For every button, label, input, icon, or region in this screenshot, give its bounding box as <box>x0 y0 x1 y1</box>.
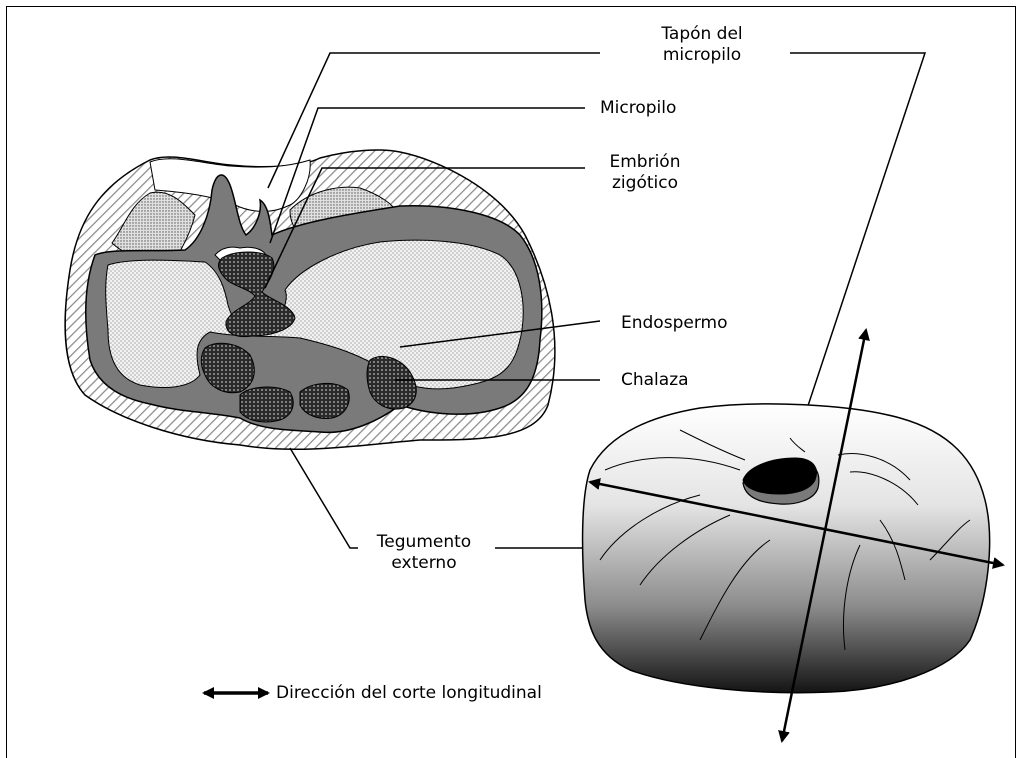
label-endospermo: Endospermo <box>621 313 727 334</box>
label-tapon-line2: micropilo <box>622 45 782 66</box>
tegumento-leader <box>290 448 358 548</box>
legend-text: Dirección del corte longitudinal <box>276 683 542 704</box>
tapon-leader-right <box>790 53 925 460</box>
label-embrion-line1: Embrión <box>585 152 705 173</box>
whole-seed <box>583 404 990 693</box>
label-tapon-micropilo: Tapón del micropilo <box>622 24 782 66</box>
label-tegumento-externo: Tegumento externo <box>360 532 488 574</box>
label-micropilo: Micropilo <box>600 98 676 119</box>
label-tegumento-line2: externo <box>360 553 488 574</box>
label-tapon-line1: Tapón del <box>622 24 782 45</box>
seed-body <box>583 404 990 693</box>
label-chalaza: Chalaza <box>621 370 689 391</box>
label-embrion-zigotico: Embrión zigótico <box>585 152 705 194</box>
label-embrion-line2: zigótico <box>585 173 705 194</box>
label-tegumento-line1: Tegumento <box>360 532 488 553</box>
